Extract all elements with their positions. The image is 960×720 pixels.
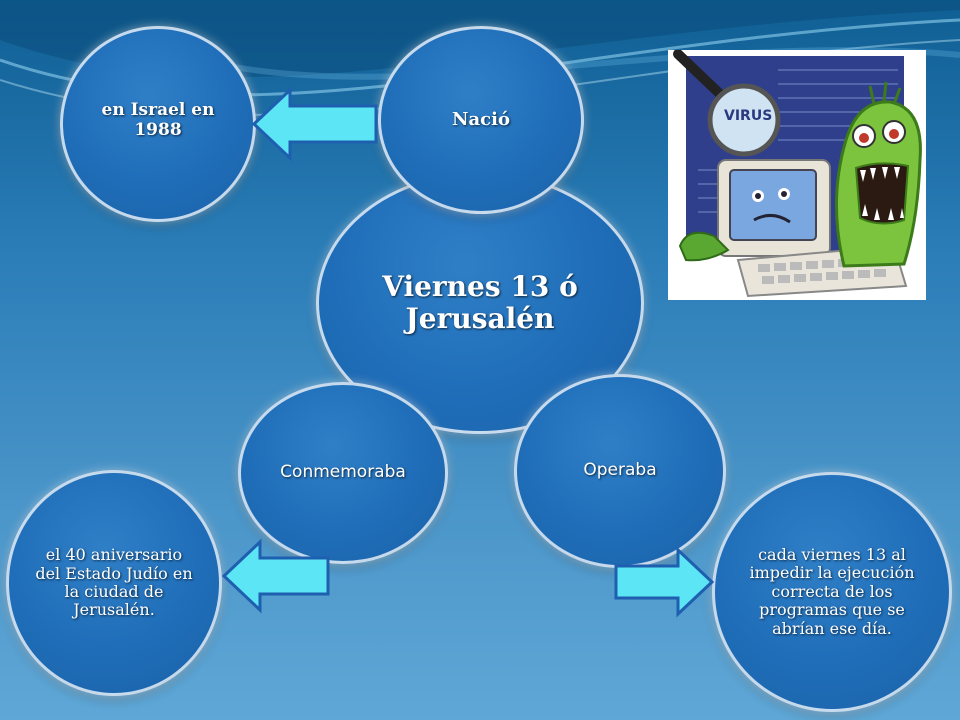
- conmemoraba-circle: Conmemoraba: [238, 382, 448, 564]
- arrow-left-bottom-icon: [221, 538, 330, 614]
- arrow-left-top-icon: [251, 86, 378, 162]
- nacio-detail-label: en Israel en 1988: [101, 100, 215, 140]
- operaba-label: Operaba: [583, 460, 657, 481]
- nacio-circle: Nació: [378, 26, 584, 214]
- nacio-label: Nació: [452, 108, 510, 130]
- center-label: Viernes 13 ó Jerusalén: [382, 269, 578, 335]
- conmemoraba-detail-label: el 40 aniversario del Estado Judío en la…: [35, 545, 193, 620]
- nacio-detail-circle: en Israel en 1988: [60, 26, 256, 222]
- magnifier-text: VIRUS: [724, 108, 772, 124]
- conmemoraba-detail-circle: el 40 aniversario del Estado Judío en la…: [6, 470, 222, 696]
- operaba-detail-label: cada viernes 13 al impedir la ejecución …: [749, 545, 915, 638]
- arrow-right-bottom-icon: [614, 546, 715, 618]
- conmemoraba-label: Conmemoraba: [280, 462, 406, 483]
- virus-monster-icon: VIRUS: [668, 49, 926, 300]
- operaba-circle: Operaba: [514, 374, 726, 568]
- operaba-detail-circle: cada viernes 13 al impedir la ejecución …: [712, 472, 952, 712]
- virus-illustration: VIRUS: [668, 49, 926, 300]
